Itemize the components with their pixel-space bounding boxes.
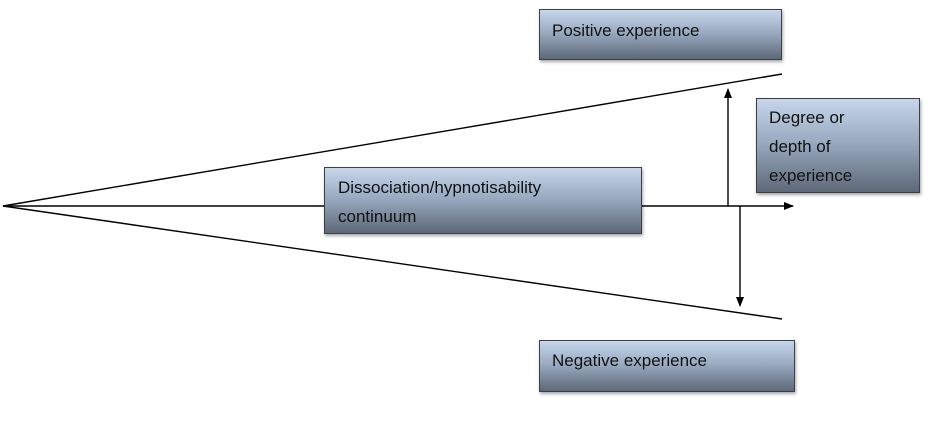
positive-experience-label: Positive experience [552, 21, 700, 40]
degree-label-line-3: experience [769, 166, 853, 185]
positive-experience-box: Positive experience [539, 9, 782, 60]
degree-of-experience-box: Degree or depth of experience [756, 98, 920, 193]
negative-experience-label: Negative experience [552, 351, 707, 370]
degree-label-line-2: depth of [769, 137, 831, 156]
continuum-box: Dissociation/hypnotisability continuum [324, 167, 642, 234]
lower-divergent-line [2, 205, 783, 320]
continuum-label-line-2: continuum [338, 207, 417, 226]
negative-experience-box: Negative experience [539, 340, 795, 392]
degree-label-line-1: Degree or [769, 108, 845, 127]
upper-divergent-line [2, 73, 783, 207]
continuum-label-line-1: Dissociation/hypnotisability [338, 178, 542, 197]
